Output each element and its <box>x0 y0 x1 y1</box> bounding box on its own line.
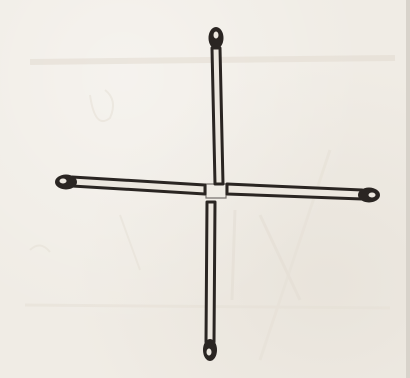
page-edge-shadow <box>406 0 410 378</box>
center-square <box>206 184 226 198</box>
match-bottom <box>203 202 217 361</box>
match-right <box>227 184 380 203</box>
match-left <box>55 175 205 195</box>
match-top <box>209 27 224 184</box>
